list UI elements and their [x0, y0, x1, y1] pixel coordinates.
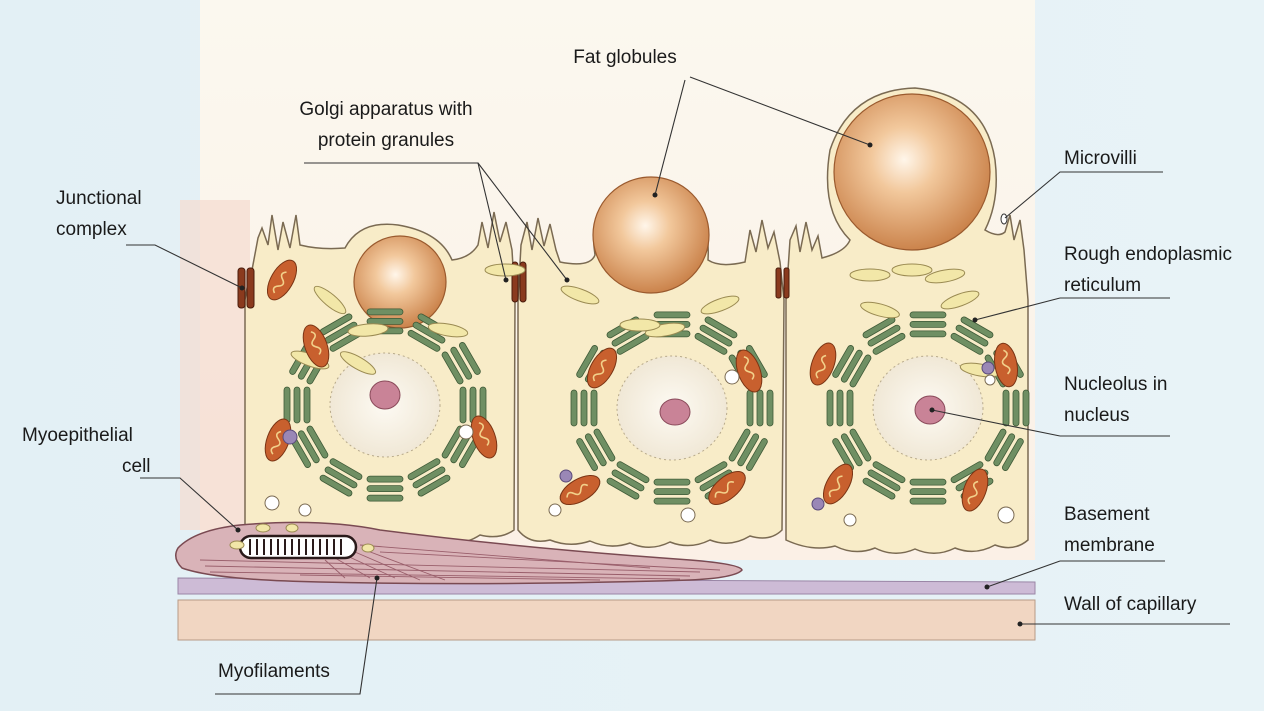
label-myoepithelial-line2: cell: [22, 455, 151, 478]
er-strand: [1023, 390, 1029, 426]
er-strand: [910, 489, 946, 495]
label-nucleolus-line2: nucleus: [1064, 404, 1168, 427]
label-golgi-line2: protein granules: [246, 129, 526, 152]
label-myoepithelial-cell: Myoepithelial cell: [22, 424, 151, 478]
er-strand: [654, 312, 690, 318]
label-golgi-apparatus: Golgi apparatus with protein granules: [246, 98, 526, 152]
er-strand: [767, 390, 773, 426]
label-myoepithelial-line1: Myoepithelial: [22, 424, 151, 447]
er-strand: [910, 479, 946, 485]
label-rough-er: Rough endoplasmic reticulum: [1064, 243, 1232, 297]
er-strand: [304, 387, 310, 423]
capillary-wall: [178, 600, 1035, 640]
label-myofilaments: Myofilaments: [218, 660, 330, 683]
er-strand: [581, 390, 587, 426]
er-strand: [827, 390, 833, 426]
label-microvilli: Microvilli: [1064, 147, 1137, 170]
er-strand: [654, 498, 690, 504]
label-microvilli-text: Microvilli: [1064, 147, 1137, 170]
er-strand: [1013, 390, 1019, 426]
myoepithelial-nucleus: [240, 536, 356, 558]
er-strand: [847, 390, 853, 426]
label-golgi-line1: Golgi apparatus with: [246, 98, 526, 121]
er-strand: [654, 489, 690, 495]
label-junctional-line2: complex: [56, 218, 142, 241]
label-junctional-line1: Junctional: [56, 187, 142, 210]
er-strand: [910, 498, 946, 504]
er-strand: [367, 495, 403, 501]
label-junctional-complex: Junctional complex: [56, 187, 142, 241]
label-basement-line1: Basement: [1064, 503, 1155, 526]
er-strand: [367, 476, 403, 482]
label-myofilaments-text: Myofilaments: [218, 660, 330, 683]
label-fat-globules-text: Fat globules: [545, 46, 705, 69]
label-basement-line2: membrane: [1064, 534, 1155, 557]
label-basement-membrane: Basement membrane: [1064, 503, 1155, 557]
er-strand: [571, 390, 577, 426]
er-strand: [654, 479, 690, 485]
er-strand: [591, 390, 597, 426]
er-strand: [837, 390, 843, 426]
er-strand: [460, 387, 466, 423]
er-strand: [910, 331, 946, 337]
er-strand: [910, 312, 946, 318]
label-nucleolus-line1: Nucleolus in: [1064, 373, 1168, 396]
label-fat-globules: Fat globules: [545, 46, 705, 69]
er-strand: [747, 390, 753, 426]
microvilli-tip: [1001, 214, 1007, 224]
golgi-vesicle: [850, 269, 890, 281]
left-pink-band: [180, 200, 250, 530]
er-strand: [910, 321, 946, 327]
er-strand: [1003, 390, 1009, 426]
er-strand: [367, 486, 403, 492]
er-strand: [294, 387, 300, 423]
er-strand: [284, 387, 290, 423]
er-strand: [757, 390, 763, 426]
label-nucleolus: Nucleolus in nucleus: [1064, 373, 1168, 427]
label-rough-er-line2: reticulum: [1064, 274, 1232, 297]
er-strand: [367, 309, 403, 315]
label-wall-of-capillary-text: Wall of capillary: [1064, 593, 1196, 616]
label-rough-er-line1: Rough endoplasmic: [1064, 243, 1232, 266]
label-wall-of-capillary: Wall of capillary: [1064, 593, 1196, 616]
golgi-vesicle: [892, 264, 932, 276]
golgi-vesicle: [620, 319, 660, 331]
